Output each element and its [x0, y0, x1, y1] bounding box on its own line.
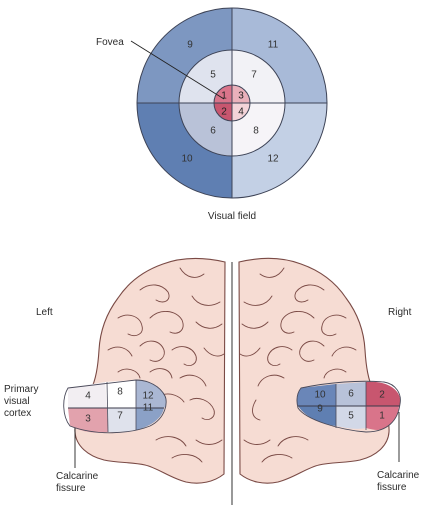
right-cortex-num-1: 1 — [379, 411, 385, 422]
field-num-4: 4 — [238, 107, 244, 118]
field-num-5: 5 — [210, 70, 216, 81]
visual-field-caption: Visual field — [208, 211, 256, 222]
pvc-label-line-3: cortex — [4, 408, 31, 419]
left-hemisphere-outline — [74, 257, 226, 484]
calcarine-right-line-2: fissure — [377, 482, 407, 493]
field-region-4 — [232, 103, 250, 121]
right-cortex-outline — [296, 380, 401, 433]
right-cortex-num-2: 2 — [379, 390, 385, 401]
right-cortex-num-6: 6 — [348, 389, 354, 400]
field-num-2: 2 — [221, 107, 227, 118]
fovea-leader-line — [130, 40, 225, 100]
calcarine-right-line-1: Calcarine — [377, 470, 420, 481]
left-cortex-region-11 — [136, 408, 164, 430]
field-num-6: 6 — [210, 126, 216, 137]
fovea-label: Fovea — [96, 37, 124, 48]
right-cortex-region-9 — [298, 406, 336, 426]
right-cortex-num-10: 10 — [314, 390, 326, 401]
field-num-11: 11 — [268, 40, 279, 51]
left-cortex-num-4: 4 — [85, 391, 91, 402]
left-cortex-num-12: 12 — [142, 391, 154, 402]
field-region-2 — [214, 103, 232, 121]
calcarine-left-line-1: Calcarine — [56, 471, 99, 482]
primary-visual-cortex-label: Primary visual cortex — [4, 384, 38, 419]
left-cortex-region-8 — [105, 380, 136, 408]
field-region-5 — [179, 50, 232, 103]
left-cortex-region-3 — [68, 408, 108, 433]
calcarine-fissure-left-label: Calcarine fissure — [56, 471, 99, 494]
left-cortex-num-8: 8 — [117, 387, 123, 398]
left-cortex-outline — [63, 379, 167, 434]
field-num-7: 7 — [251, 70, 257, 81]
right-cortex-region-2 — [366, 381, 401, 406]
left-cortex-region-4 — [68, 382, 107, 408]
left-cortex-region-7 — [107, 408, 136, 432]
field-region-6 — [179, 103, 232, 156]
right-cortex-num-5: 5 — [348, 411, 354, 422]
pvc-label-line-1: Primary — [4, 384, 38, 395]
left-cortex-region-12 — [136, 380, 167, 408]
right-cortex-region-1 — [366, 406, 399, 430]
left-cortex-num-7: 7 — [117, 411, 123, 422]
left-cortex-num-11: 11 — [143, 403, 154, 414]
left-hemisphere: 4 8 12 3 7 11 — [63, 257, 226, 484]
right-cortex-region-6 — [336, 382, 366, 406]
field-region-8 — [232, 103, 285, 156]
calcarine-fissure-right-label: Calcarine fissure — [377, 470, 420, 493]
field-num-8: 8 — [253, 126, 259, 137]
pvc-label-line-2: visual — [4, 396, 30, 407]
field-region-3 — [232, 85, 250, 103]
field-num-3: 3 — [238, 91, 244, 102]
right-label: Right — [388, 307, 412, 318]
visual-field-diagram: 9 11 10 12 5 7 6 8 1 3 2 4 Fovea Visual … — [96, 7, 328, 222]
calcarine-left-line-2: fissure — [56, 483, 86, 494]
left-label: Left — [36, 307, 53, 318]
right-cortex-num-9: 9 — [317, 404, 323, 415]
left-cortex-num-3: 3 — [85, 414, 91, 425]
field-region-7 — [232, 50, 285, 103]
right-cortex-region-5 — [336, 406, 366, 429]
right-cortex-region-10 — [296, 384, 336, 406]
field-num-10: 10 — [181, 154, 193, 165]
right-hemisphere: 10 6 2 9 5 1 — [238, 257, 401, 484]
field-num-12: 12 — [267, 154, 279, 165]
right-hemisphere-outline — [238, 257, 390, 484]
field-region-1 — [214, 85, 232, 103]
field-num-9: 9 — [187, 40, 193, 51]
field-num-1: 1 — [221, 91, 227, 102]
